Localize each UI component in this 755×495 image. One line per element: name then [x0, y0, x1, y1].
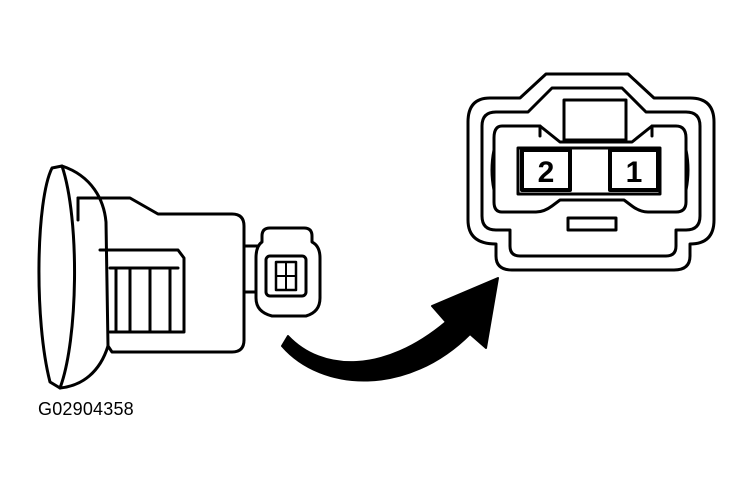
- terminal-cavity-pin-2: [520, 148, 572, 192]
- sensor-component: [37, 164, 260, 390]
- pin-label-2: 2: [538, 156, 555, 189]
- connector-face: [466, 72, 716, 272]
- connector-latch: [562, 98, 628, 142]
- sensor-housing: [76, 196, 246, 354]
- pin-label-1: 1: [626, 156, 643, 189]
- connector-cavity: [492, 124, 688, 214]
- reference-code: G02904358: [38, 399, 134, 419]
- connector-key-slot: [566, 216, 618, 232]
- terminal-cavity-pin-1: [608, 148, 660, 192]
- connector-outer-shell: [466, 72, 716, 272]
- arrow-indicator: [281, 277, 499, 382]
- sensor-connector-small: [254, 226, 322, 318]
- sensor-flange: [37, 164, 76, 390]
